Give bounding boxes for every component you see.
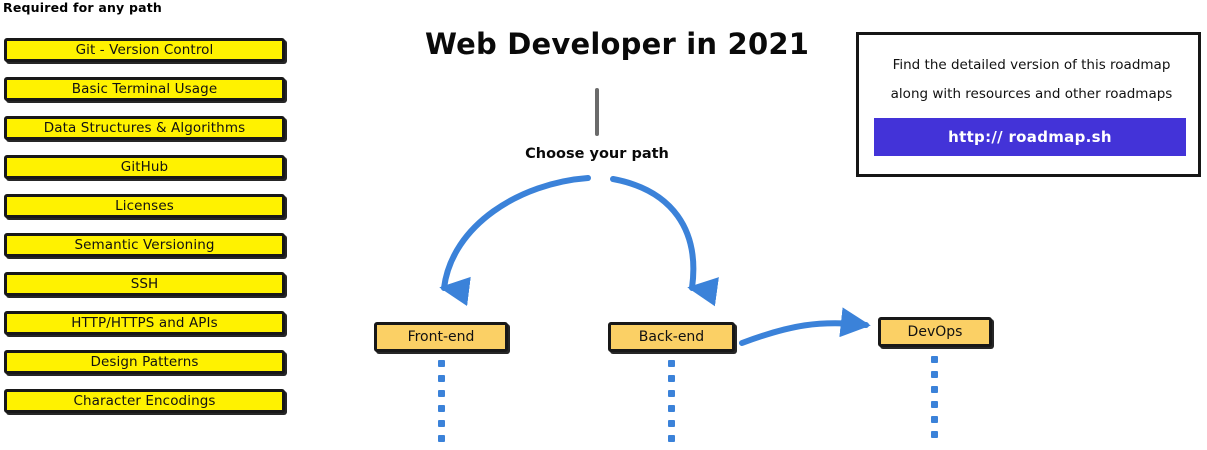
page-title: Web Developer in 2021 [425,27,810,61]
roadmap-sh-link-button[interactable]: http:// roadmap.sh [874,118,1186,156]
dotted-continuation-back-end [668,360,675,450]
path-box-devops[interactable]: DevOps [878,317,992,347]
required-topic-data-structures[interactable]: Data Structures & Algorithms [4,116,285,140]
path-box-back-end[interactable]: Back-end [608,322,735,352]
required-topic-licenses[interactable]: Licenses [4,194,285,218]
required-topic-label: Licenses [115,198,174,214]
roadmap-sh-link-label: http:// roadmap.sh [948,128,1112,146]
required-topic-http-https-apis[interactable]: HTTP/HTTPS and APIs [4,311,285,335]
required-topic-label: Data Structures & Algorithms [43,120,246,136]
required-topic-label: GitHub [120,159,169,175]
trunk-connector-line [595,88,599,136]
info-card-line-2: along with resources and other roadmaps [890,86,1173,102]
required-topic-git[interactable]: Git - Version Control [4,38,285,62]
required-topic-label: Semantic Versioning [74,237,215,253]
dotted-continuation-devops [931,356,938,446]
required-topic-character-encodings[interactable]: Character Encodings [4,389,285,413]
choose-your-path-label: Choose your path [525,146,669,162]
required-topic-label: Design Patterns [90,354,199,370]
required-topic-label: Git - Version Control [75,42,214,58]
required-topic-label: HTTP/HTTPS and APIs [71,315,218,331]
path-box-label: Front-end [407,329,475,345]
path-box-label: DevOps [907,324,963,340]
required-topic-label: SSH [130,276,159,292]
path-box-front-end[interactable]: Front-end [374,322,508,352]
info-card-line-1: Find the detailed version of this roadma… [892,57,1171,73]
path-box-label: Back-end [638,329,705,345]
required-topic-ssh[interactable]: SSH [4,272,285,296]
required-topic-semantic-versioning[interactable]: Semantic Versioning [4,233,285,257]
roadmap-info-card: Find the detailed version of this roadma… [856,32,1201,177]
required-topic-label: Character Encodings [73,393,216,409]
required-topics-sidebar: Required for any path Git - Version Cont… [0,0,295,436]
sidebar-heading: Required for any path [3,0,163,15]
dotted-continuation-front-end [438,360,445,450]
required-topic-design-patterns[interactable]: Design Patterns [4,350,285,374]
required-topic-github[interactable]: GitHub [4,155,285,179]
required-topic-basic-terminal-usage[interactable]: Basic Terminal Usage [4,77,285,101]
required-topic-label: Basic Terminal Usage [71,81,218,97]
